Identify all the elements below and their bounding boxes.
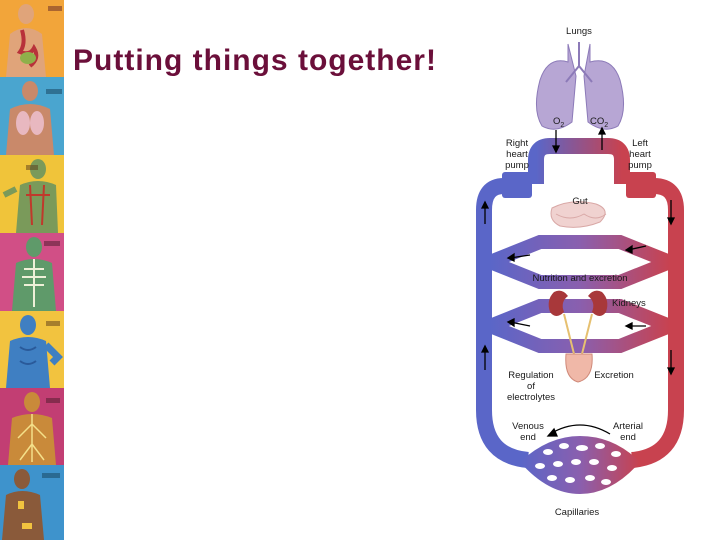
nervous-system-figure bbox=[0, 388, 64, 465]
label-right-heart-3: pump bbox=[505, 160, 529, 171]
label-left-heart-2: heart bbox=[629, 149, 651, 160]
circulation-diagram: Lungs O2 CO2 Right heart pump Left heart… bbox=[472, 20, 688, 524]
label-arterial-2: end bbox=[620, 432, 636, 443]
label-capillaries: Capillaries bbox=[555, 507, 600, 518]
label-arterial-1: Arterial bbox=[613, 421, 643, 432]
label-right-heart-1: Right bbox=[506, 138, 529, 149]
label-left-heart-1: Left bbox=[632, 138, 648, 149]
label-gut: Gut bbox=[572, 196, 588, 207]
bladder-illustration bbox=[566, 354, 592, 382]
label-nutrition: Nutrition and excretion bbox=[532, 273, 627, 284]
muscular-system-figure bbox=[0, 311, 64, 388]
label-venous-2: end bbox=[520, 432, 536, 443]
lungs-illustration bbox=[536, 42, 623, 129]
label-regulation-1: Regulation bbox=[508, 370, 553, 381]
label-left-heart-3: pump bbox=[628, 160, 652, 171]
label-venous-1: Venous bbox=[512, 421, 544, 432]
body-systems-strip bbox=[0, 0, 64, 540]
slide-title: Putting things together! bbox=[73, 44, 437, 78]
skeletal-system-figure bbox=[0, 233, 64, 311]
label-regulation-3: electrolytes bbox=[507, 392, 555, 403]
label-regulation-2: of bbox=[527, 381, 535, 392]
label-kidneys: Kidneys bbox=[612, 298, 646, 309]
circulatory-system-figure bbox=[0, 155, 64, 233]
respiratory-system-figure bbox=[0, 77, 64, 155]
label-lungs: Lungs bbox=[566, 26, 592, 37]
endocrine-system-figure bbox=[0, 465, 64, 540]
digestive-system-figure bbox=[0, 0, 64, 77]
label-excretion: Excretion bbox=[594, 370, 634, 381]
label-right-heart-2: heart bbox=[506, 149, 528, 160]
capillary-bed bbox=[520, 436, 640, 494]
